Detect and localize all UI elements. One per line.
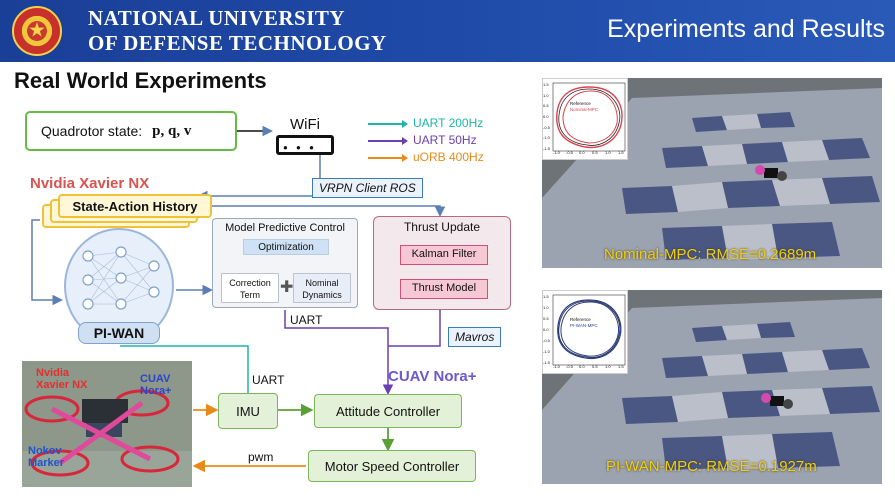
inset-xtick: 1.5 bbox=[618, 150, 624, 155]
inset-legend-piwan: Reference PI-WAN-MPC bbox=[570, 317, 598, 329]
inset-legend-nominal: Reference Nominal-MPC bbox=[570, 101, 598, 113]
nora-l1: CUAV bbox=[140, 373, 171, 385]
legend-run-piwan: PI-WAN-MPC bbox=[570, 323, 598, 328]
inset-ytick: -1.0 bbox=[543, 349, 550, 354]
link-legend: UART 200Hz UART 50Hz uORB 400Hz bbox=[368, 116, 484, 167]
inset-xtick: 1.5 bbox=[618, 364, 624, 369]
thrust-update-block: Thrust Update Kalman Filter Thrust Model bbox=[373, 216, 511, 310]
nora-l2: Nora+ bbox=[140, 385, 172, 397]
motor-speed-controller-box: Motor Speed Controller bbox=[308, 450, 476, 482]
inset-ytick: 1.5 bbox=[543, 294, 549, 299]
nokov-l1: Nokov bbox=[28, 445, 62, 457]
legend-run-nominal: Nominal-MPC bbox=[570, 107, 599, 112]
university-logo bbox=[12, 6, 62, 56]
trajectory-plot-piwan: Reference PI-WAN-MPC 1.5 1.0 0.5 0.0 -0.5 -1.… bbox=[542, 290, 628, 374]
correction-term-box: Correction Term bbox=[221, 273, 279, 303]
inset-xtick: 0.5 bbox=[592, 150, 598, 155]
legend-ref-piwan: Reference bbox=[570, 317, 591, 322]
router-icon: ● ● ● bbox=[276, 135, 334, 155]
inset-xtick: 1.0 bbox=[605, 150, 611, 155]
inset-ytick: 0.5 bbox=[543, 316, 549, 321]
nominal-line1: Nominal bbox=[305, 278, 339, 288]
legend-ref-nominal: Reference bbox=[570, 101, 591, 106]
pwm-label: pwm bbox=[248, 450, 274, 464]
kalman-filter-box: Kalman Filter bbox=[400, 245, 488, 265]
pi-wan-label: PI-WAN bbox=[78, 322, 160, 344]
legend-uart50: UART 50Hz bbox=[368, 133, 484, 150]
quadrotor-state-box: Quadrotor state: p, q, v bbox=[25, 111, 237, 151]
nora-title: CUAV Nora+ bbox=[388, 368, 477, 385]
inset-xtick: 0.0 bbox=[579, 150, 585, 155]
trajectory-plot-nominal: Reference Nominal-MPC 1.5 1.0 0.5 0.0 -0.5 -1… bbox=[542, 78, 628, 160]
correction-line2: Term bbox=[240, 290, 260, 300]
inset-ytick: 1.5 bbox=[543, 82, 549, 87]
inset-xtick: -0.5 bbox=[566, 150, 573, 155]
diagram-connectors bbox=[31, 125, 497, 473]
mavros-label: Mavros bbox=[448, 327, 502, 347]
result-caption-piwan: PI-WAN-MPC: RMSE=0.1927m bbox=[606, 458, 817, 475]
inset-xtick: 0.0 bbox=[579, 364, 585, 369]
xavier-l1: Nvidia bbox=[36, 367, 70, 379]
inset-ytick: 0.0 bbox=[543, 114, 549, 119]
legend-uorb400: uORB 400Hz bbox=[368, 150, 484, 167]
inset-ytick: -1.5 bbox=[543, 360, 550, 365]
inset-ytick: -0.5 bbox=[543, 338, 550, 343]
inset-ytick: -0.5 bbox=[543, 124, 550, 130]
result-photo-nominal: Reference Nominal-MPC 1.5 1.0 0.5 0.0 -0.5 -1… bbox=[542, 78, 882, 268]
inset-ytick: 1.0 bbox=[543, 305, 549, 310]
attitude-controller-box: Attitude Controller bbox=[314, 394, 462, 428]
inset-xtick: -1.0 bbox=[553, 364, 560, 369]
vrpn-label: VRPN Client ROS bbox=[312, 178, 423, 198]
xavier-l2: Xavier NX bbox=[36, 379, 88, 391]
state-label: Quadrotor state: bbox=[41, 123, 143, 139]
result-photo-piwan: Reference PI-WAN-MPC 1.5 1.0 0.5 0.0 -0.5 -1.… bbox=[542, 290, 882, 484]
mpc-title: Model Predictive Control bbox=[225, 222, 345, 234]
network-nodes bbox=[82, 246, 160, 310]
slide-header: NATIONAL UNIVERSITY OF DEFENSE TECHNOLOG… bbox=[0, 0, 895, 62]
inset-ytick: 0.0 bbox=[543, 327, 549, 332]
drone-illustration bbox=[22, 361, 192, 487]
mpc-block: Model Predictive Control Optimization Co… bbox=[212, 218, 358, 308]
thrust-update-title: Thrust Update bbox=[403, 220, 481, 234]
state-variables: p, q, v bbox=[152, 122, 192, 139]
nokov-l2: Marker bbox=[28, 457, 65, 469]
uart-label-imu: UART bbox=[252, 373, 285, 387]
slide-title: Experiments and Results bbox=[607, 15, 885, 43]
university-name-line1: NATIONAL UNIVERSITY bbox=[88, 6, 346, 30]
thrust-model-box: Thrust Model bbox=[400, 279, 488, 299]
uart-label-mpc: UART bbox=[290, 313, 323, 327]
inset-xtick: -1.0 bbox=[553, 150, 560, 155]
drone-photo: Nvidia Xavier NX CUAV Nora+ Nokov Marker bbox=[22, 361, 192, 487]
optimization-box: Optimization bbox=[243, 239, 329, 255]
inset-ytick: -1.5 bbox=[543, 146, 550, 151]
xavier-nx-title: Nvidia Xavier NX bbox=[30, 175, 150, 192]
imu-box: IMU bbox=[218, 393, 278, 429]
nominal-dynamics-box: Nominal Dynamics bbox=[293, 273, 351, 303]
photo-label-nora: CUAV Nora+ bbox=[140, 373, 172, 397]
state-action-history: State-Action History bbox=[58, 194, 212, 218]
inset-ytick: -1.0 bbox=[543, 135, 550, 141]
trajectory-chart-nominal bbox=[552, 82, 626, 152]
trajectory-chart-piwan bbox=[552, 294, 626, 366]
legend-uart200: UART 200Hz bbox=[368, 116, 484, 133]
plus-icon: ✚ bbox=[280, 279, 294, 296]
inset-ytick: 1.0 bbox=[543, 92, 549, 98]
wifi-label: WiFi bbox=[290, 116, 320, 133]
section-title: Real World Experiments bbox=[14, 68, 267, 93]
inset-xtick: -0.5 bbox=[566, 364, 573, 369]
nominal-line2: Dynamics bbox=[302, 290, 342, 300]
correction-line1: Correction bbox=[229, 278, 271, 288]
photo-label-nokov: Nokov Marker bbox=[28, 445, 64, 469]
result-caption-nominal: Nominal-MPC: RMSE=0.2689m bbox=[604, 246, 817, 263]
inset-xtick: 0.5 bbox=[592, 364, 598, 369]
inset-ytick: 0.5 bbox=[543, 103, 549, 109]
photo-label-xavier: Nvidia Xavier NX bbox=[36, 367, 87, 391]
university-name-line2: OF DEFENSE TECHNOLOGY bbox=[88, 31, 387, 55]
inset-xtick: 1.0 bbox=[605, 364, 611, 369]
